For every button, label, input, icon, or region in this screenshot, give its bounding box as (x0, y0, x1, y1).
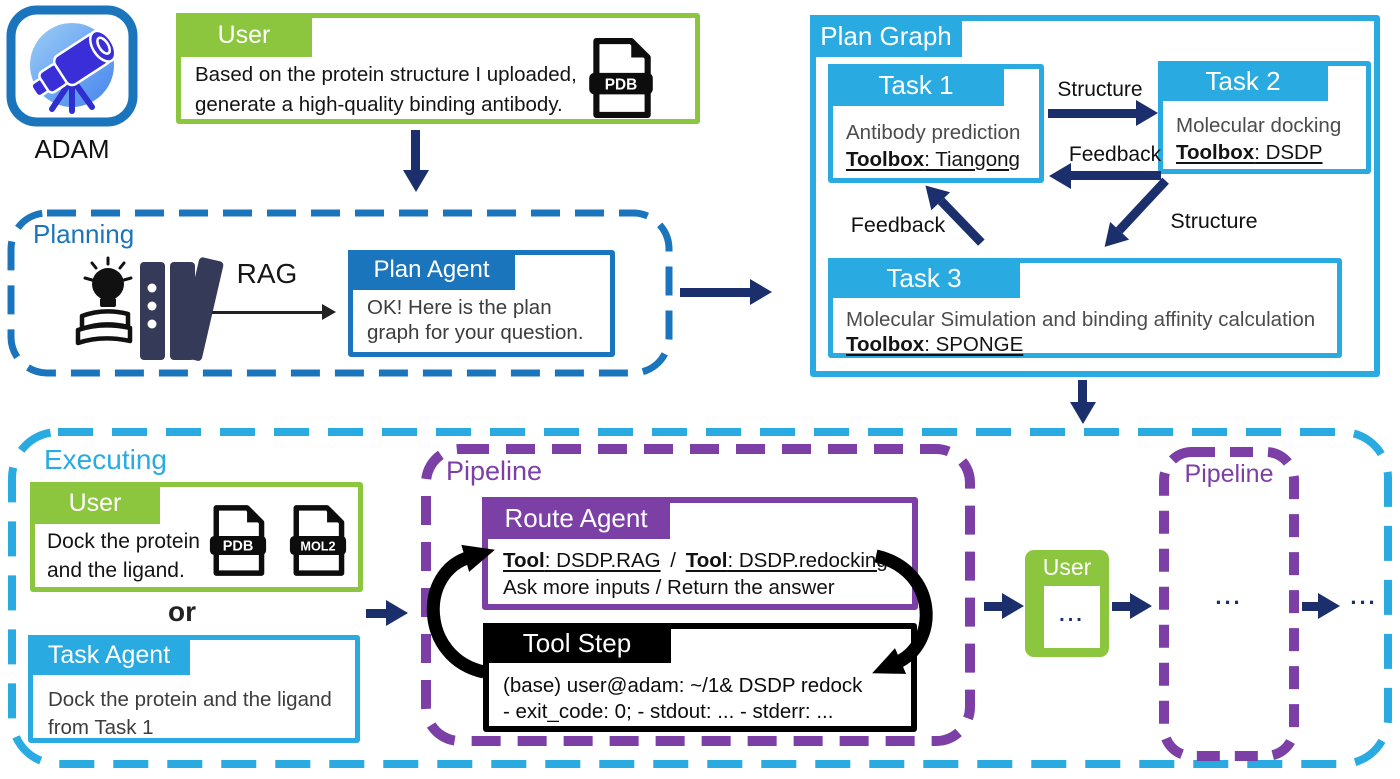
adam-label: ADAM (34, 134, 110, 164)
plan-agent-box: Plan Agent OK! Here is the plan graph fo… (348, 250, 615, 357)
task1-text: Antibody prediction Toolbox: Tiangong (846, 121, 1021, 171)
pipeline-next-dashed-border (1159, 447, 1299, 761)
pdb-file-icon: PDB (209, 505, 267, 576)
pipeline-title: Pipeline (446, 456, 543, 486)
route-agent-text: Tool: DSDP.RAG / Tool: DSDP.redocking As… (503, 549, 888, 599)
executing-user-box: User Dock the protein and the ligand. PD… (30, 482, 363, 592)
task2-text: Molecular docking Toolbox: DSDP (1176, 114, 1342, 164)
route-agent-tools-line: Tool: DSDP.RAG / Tool: DSDP.redocking (503, 549, 888, 572)
plan-agent-tab: Plan Agent (348, 250, 515, 290)
planning-dashed-border (7, 209, 673, 377)
edge-label-feedback-top: Feedback (1068, 143, 1162, 166)
task3-text: Molecular Simulation and binding affinit… (846, 308, 1316, 356)
arrow-user-to-planning (403, 130, 429, 192)
adam-telescope-icon (6, 5, 138, 127)
continuation-dots: ... (1350, 584, 1378, 609)
task-agent-text: Dock the protein and the ligand from Tas… (48, 688, 332, 739)
or-label: or (168, 596, 196, 627)
rag-arrow (212, 303, 336, 321)
arrow-user-to-next-pipeline (1112, 593, 1152, 619)
edge-label-structure-diagonal: Structure (1170, 209, 1258, 233)
arrow-plangraph-to-executing (1070, 380, 1096, 424)
arrow-input-to-pipeline (366, 600, 408, 626)
planning-title: Planning (33, 219, 135, 249)
arrow-task1-to-task2 (1048, 100, 1158, 126)
cycle-arrow-left (426, 544, 495, 679)
executing-user-tab: User (30, 482, 160, 524)
plan-graph-box: Plan Graph Task 1 Antibody prediction To… (810, 15, 1380, 377)
tool-step-box: Tool Step (base) user@adam: ~/1& DSDP re… (483, 623, 917, 732)
executing-dashed-border (8, 428, 1392, 768)
task1-tab: Task 1 (828, 64, 1004, 106)
arrow-next-pipeline-to-more (1302, 593, 1340, 619)
top-user-tab: User (176, 13, 312, 57)
handoff-user-box: User ... (1025, 550, 1109, 657)
svg-text:MOL2: MOL2 (300, 539, 335, 553)
route-agent-box: Route Agent Tool: DSDP.RAG / Tool: DSDP.… (482, 497, 918, 610)
task3-tab: Task 3 (828, 258, 1020, 298)
mol2-file-icon: MOL2 (289, 505, 347, 576)
tool-step-text: (base) user@adam: ~/1& DSDP redock - exi… (503, 674, 863, 723)
edge-label-feedback-diagonal: Feedback (850, 213, 946, 237)
top-user-text: Based on the protein structure I uploade… (195, 63, 577, 116)
executing-user-text: Dock the protein and the ligand. (47, 530, 200, 582)
arrow-planning-to-plangraph (680, 279, 772, 305)
task2-box: Task 2 Molecular docking Toolbox: DSDP (1158, 61, 1371, 174)
top-user-box: User Based on the protein structure I up… (176, 13, 700, 124)
tool-step-tab: Tool Step (483, 623, 671, 663)
task3-box: Task 3 Molecular Simulation and binding … (828, 258, 1342, 358)
idea-books-icon (75, 256, 224, 361)
pipeline-next-title: Pipeline (1184, 460, 1274, 488)
task-agent-tab: Task Agent (28, 635, 190, 675)
rag-label: RAG (236, 258, 298, 289)
arrow-pipeline-to-user (984, 593, 1024, 619)
cycle-arrow-right (872, 549, 933, 674)
pdb-file-icon: PDB (589, 38, 653, 118)
task1-box: Task 1 Antibody prediction Toolbox: Tian… (828, 64, 1044, 183)
task-agent-box: Task Agent Dock the protein and the liga… (28, 635, 360, 743)
pipeline-dashed-border (421, 444, 975, 746)
svg-text:PDB: PDB (605, 76, 637, 93)
handoff-user-content: ... (1044, 586, 1100, 648)
svg-text:PDB: PDB (223, 538, 254, 554)
edge-label-structure-top: Structure (1057, 78, 1143, 101)
executing-title: Executing (44, 444, 167, 475)
task2-tab: Task 2 (1158, 61, 1328, 101)
handoff-user-tab: User (1042, 554, 1092, 580)
plan-agent-text: OK! Here is the plan graph for your ques… (367, 296, 584, 344)
route-agent-tab: Route Agent (482, 497, 670, 539)
plan-graph-tab: Plan Graph (810, 15, 962, 57)
pipeline-next-dots: ... (1215, 584, 1243, 609)
